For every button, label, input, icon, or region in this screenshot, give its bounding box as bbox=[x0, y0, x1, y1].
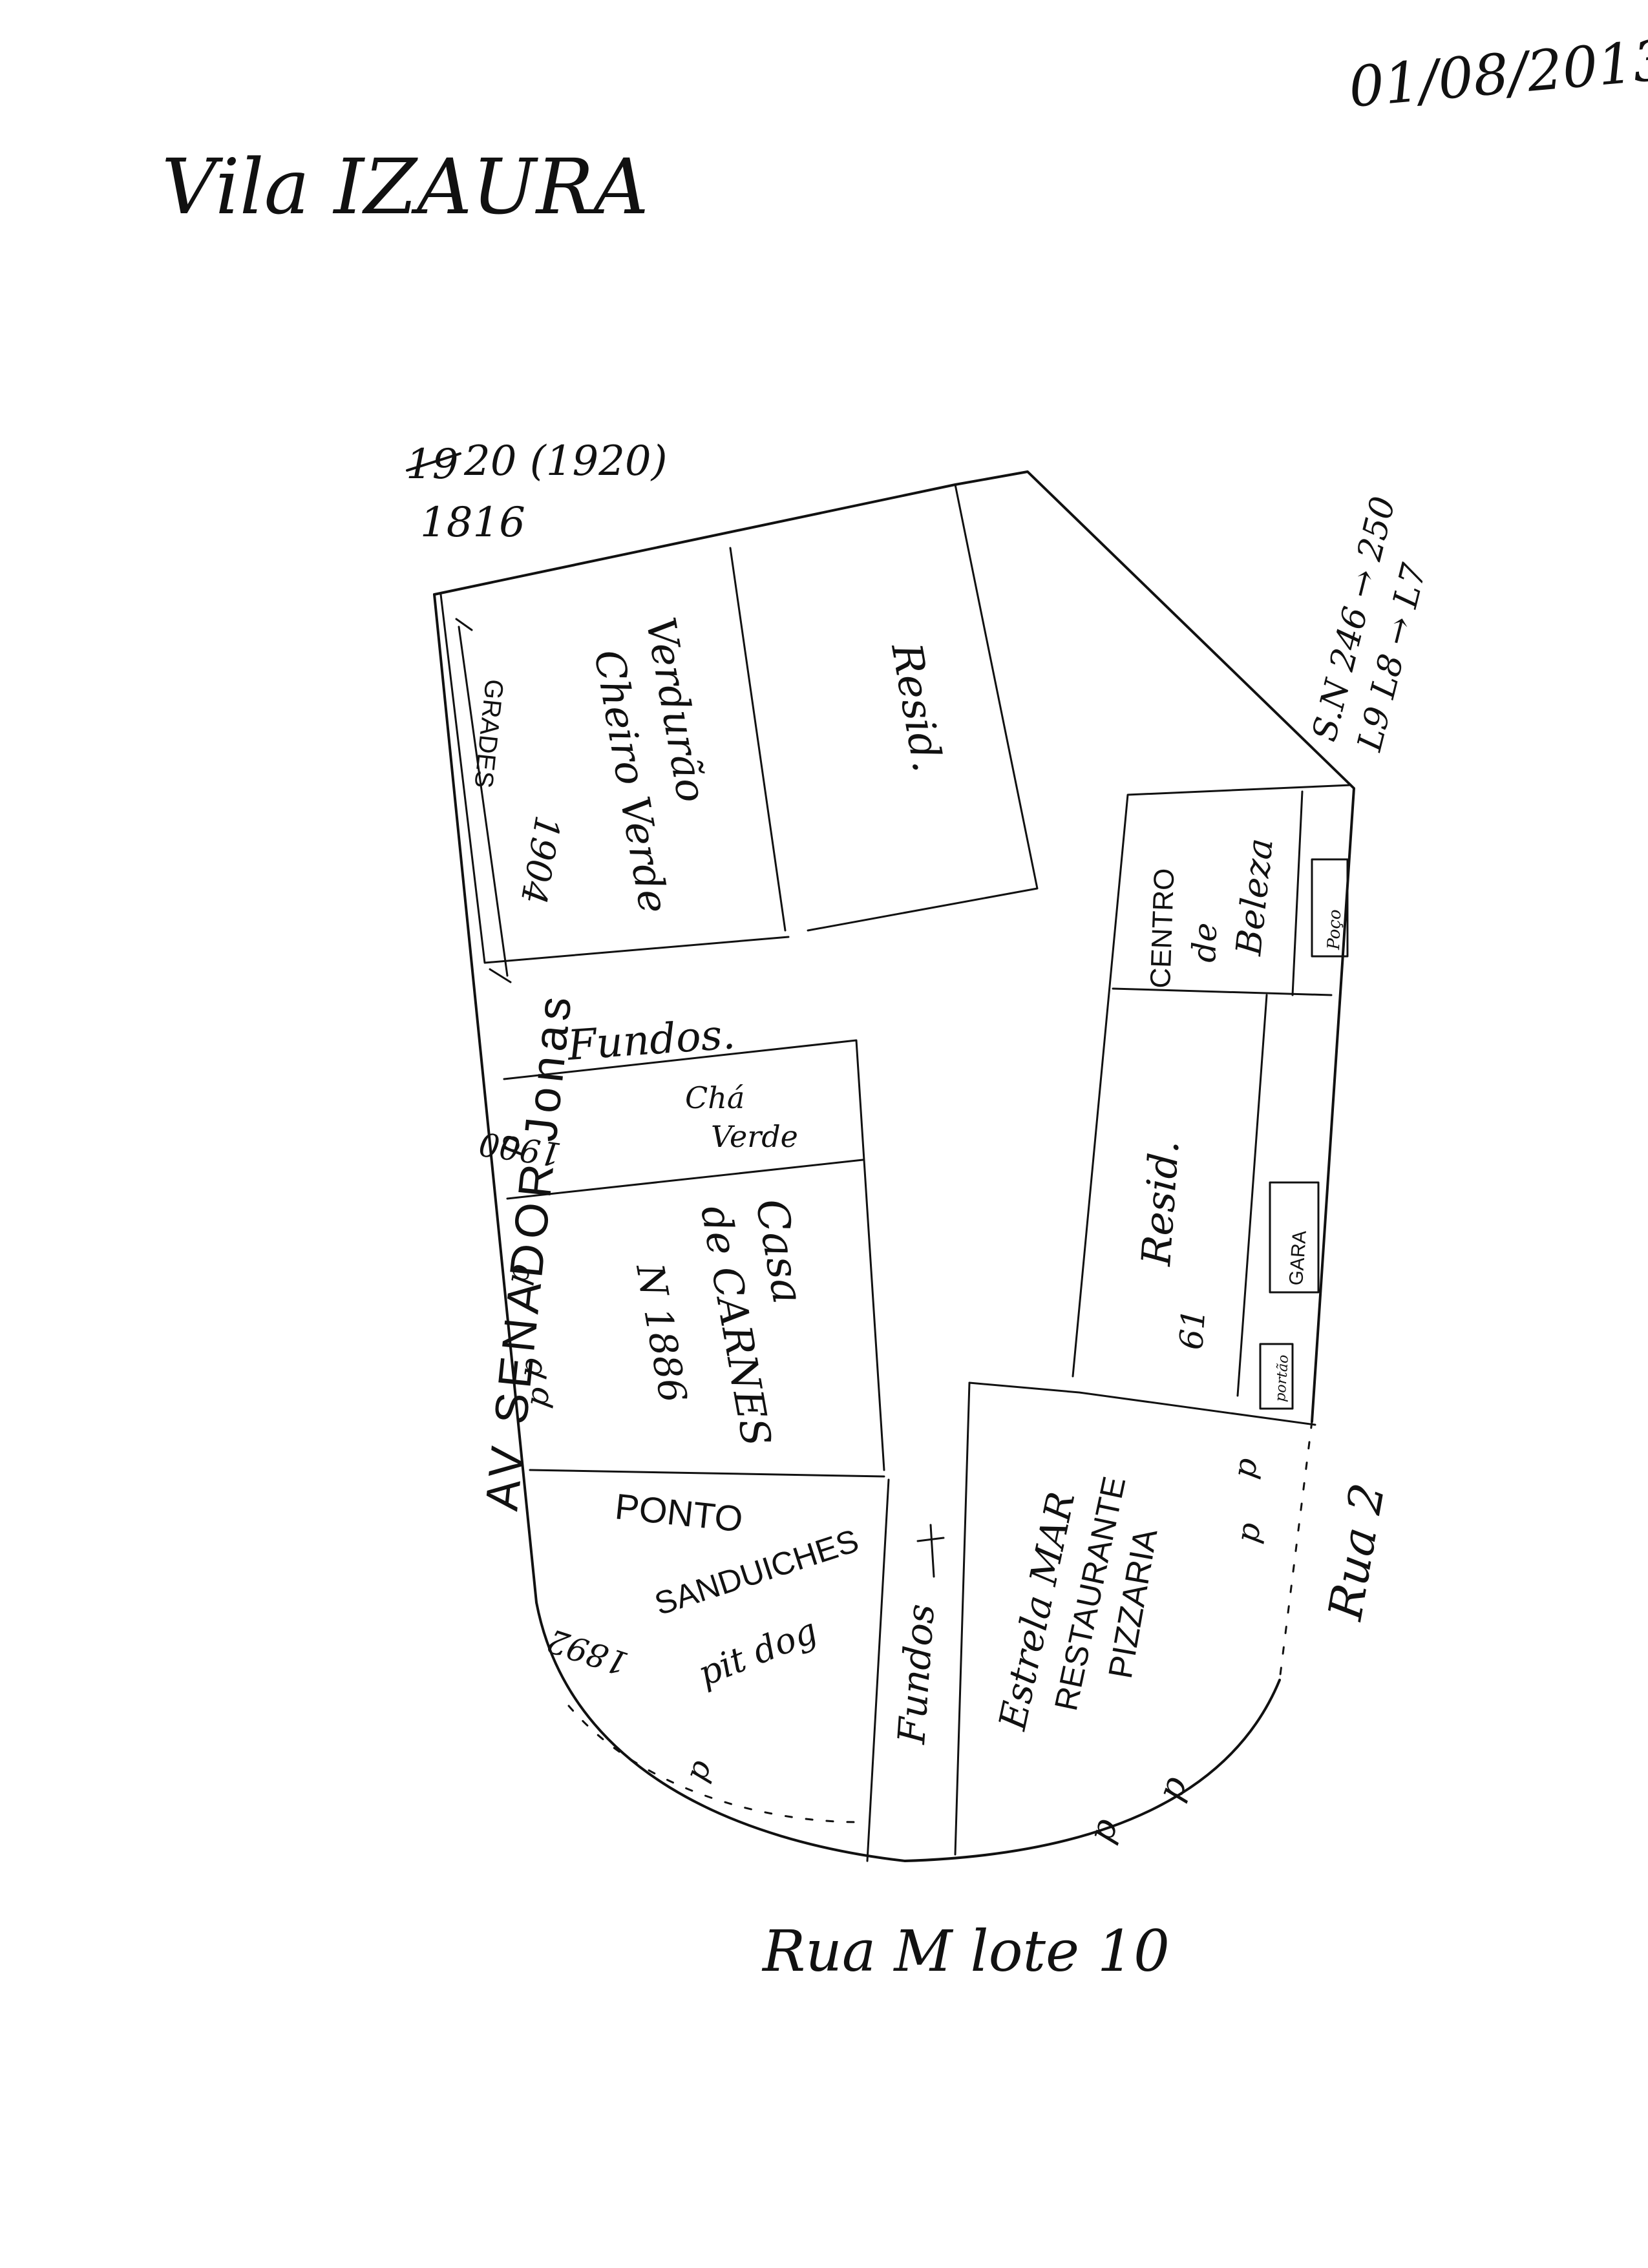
grades-rail bbox=[458, 625, 509, 977]
corner-note-struck: 19 bbox=[406, 441, 458, 488]
number-61: 61 bbox=[1172, 1307, 1212, 1351]
grades-rail-top-tick bbox=[455, 618, 473, 631]
lot-divider-resid bbox=[729, 547, 787, 932]
beauty-line2: de bbox=[1185, 922, 1224, 963]
lot-cha-border bbox=[503, 1039, 885, 1471]
block-top-edge bbox=[433, 470, 1355, 1423]
p-mark: p bbox=[1226, 1455, 1265, 1481]
block-right-dashed bbox=[1278, 1420, 1313, 1681]
portao-box bbox=[1259, 1343, 1294, 1410]
poco-top-label: Poço bbox=[1324, 909, 1345, 950]
lot-estrela-top bbox=[968, 1381, 1316, 1426]
lot-divider-ponto bbox=[866, 1478, 890, 1862]
beauty-line3: Beleza bbox=[1228, 836, 1281, 958]
fundos-arrow-shaft bbox=[929, 1524, 935, 1578]
lot-estrela-left bbox=[954, 1381, 971, 1856]
block-left-edge bbox=[433, 593, 538, 1604]
corner-note-line1: 20 (1920) bbox=[463, 437, 668, 485]
lot-divider-garage bbox=[1236, 994, 1268, 1397]
portao-label: portão bbox=[1273, 1354, 1292, 1403]
lot-divider-beauty bbox=[1112, 987, 1333, 996]
lot-divider-cha bbox=[506, 1159, 864, 1200]
p-mark: p bbox=[1149, 1770, 1195, 1805]
inner-dashed-arc bbox=[567, 1705, 861, 1823]
block-bottom-curve bbox=[535, 1601, 1281, 1862]
beauty-line1: CENTRO bbox=[1145, 868, 1180, 989]
page-title: Vila IZAURA bbox=[162, 142, 649, 231]
lot-lines bbox=[439, 483, 1352, 1862]
p-mark: p bbox=[1080, 1812, 1126, 1847]
block-outline bbox=[433, 470, 1355, 1862]
lot-resid-top: Resid. bbox=[882, 639, 951, 775]
lot-greengrocer-border bbox=[439, 593, 790, 964]
lot-greengrocer: Verdurão Cheiro Verde 1904 GRADES bbox=[469, 614, 715, 917]
ponto-number: 1892 bbox=[543, 1621, 633, 1682]
lot-fundos-top: Fundos. bbox=[565, 1011, 737, 1070]
lot-beauty-border bbox=[1072, 784, 1352, 1378]
p-mark: p bbox=[678, 1755, 719, 1786]
cha-line1: Chá bbox=[685, 1080, 745, 1115]
greengrocer-number: 1904 bbox=[512, 813, 568, 907]
street-rua-2: Rua 2 bbox=[1318, 1479, 1395, 1625]
corner-note: 19 20 (1920) 1816 bbox=[406, 437, 668, 547]
lot-beauty-center: CENTRO de Beleza Poço bbox=[1145, 836, 1345, 989]
corner-note-line2: 1816 bbox=[420, 499, 525, 547]
grades-rail-bottom-tick bbox=[489, 968, 512, 983]
strike-mark bbox=[406, 452, 461, 472]
p-mark: p bbox=[1229, 1520, 1268, 1546]
lot-resid-mid: Resid. GARA 61 portão bbox=[1132, 1139, 1311, 1402]
lot-meat-house: Casa de CARNES N 1886 bbox=[628, 1195, 814, 1449]
meat-line1: Casa bbox=[746, 1195, 813, 1307]
poco-box bbox=[1311, 858, 1349, 958]
ponto-line2: SANDUICHES bbox=[650, 1522, 863, 1622]
garage-box bbox=[1269, 1181, 1320, 1294]
lot-divider-meat bbox=[529, 1469, 885, 1478]
lot-fundos-bottom: Fundos bbox=[889, 1602, 943, 1746]
fundos-arrow-cross bbox=[916, 1537, 945, 1542]
resid-mid-label: Resid. bbox=[1132, 1139, 1188, 1268]
lot-estrela-mar: Estrela MAR RESTAURANTE PIZZARIA bbox=[990, 1473, 1165, 1734]
lot-divider-poco bbox=[1291, 790, 1304, 996]
cha-line2: Verde bbox=[711, 1119, 798, 1154]
garage-label: GARA bbox=[1285, 1230, 1311, 1286]
lot-resid-border bbox=[807, 483, 1039, 932]
sheet-date: 01/08/2013 bbox=[1346, 28, 1648, 120]
street-rua-m: Rua M lote 10 bbox=[761, 1918, 1170, 1984]
grades-label: GRADES bbox=[469, 678, 508, 790]
meat-number: N 1886 bbox=[628, 1259, 695, 1406]
ponto-line3: pit dog bbox=[692, 1610, 823, 1694]
ponto-line1: PONTO bbox=[613, 1486, 745, 1539]
lot-ponto-sanduiches: PONTO SANDUICHES pit dog 1892 bbox=[543, 1486, 863, 1694]
street-av-senador: AV SENADOR Jonas bbox=[476, 989, 582, 1513]
